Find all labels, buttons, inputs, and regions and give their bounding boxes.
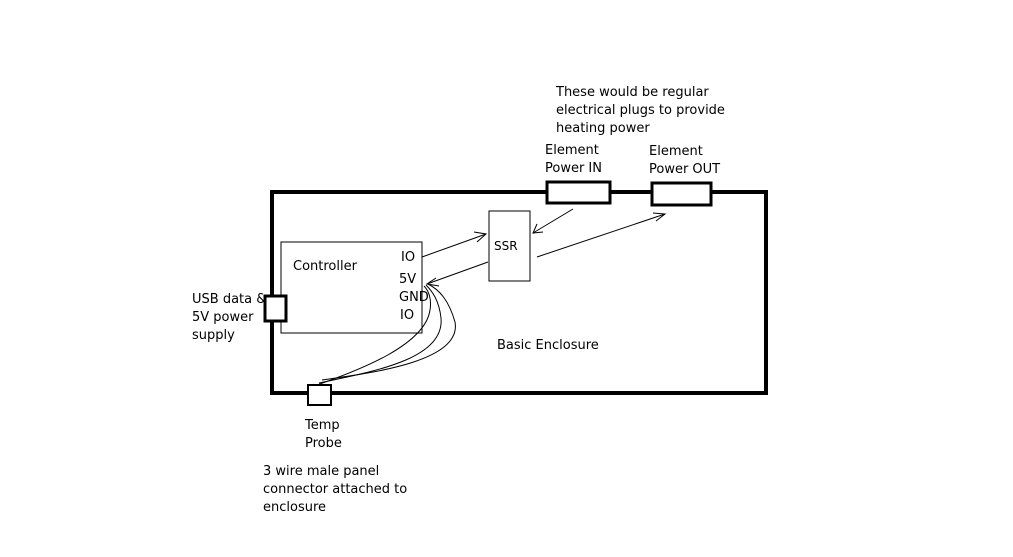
element-power-in-plug <box>545 180 612 205</box>
ssr-label: SSR <box>494 239 518 253</box>
temp-probe-line-2: Probe <box>305 436 342 451</box>
plugs-note: These would be regular electrical plugs … <box>556 84 725 138</box>
temp-probe-connector <box>307 384 332 406</box>
plugs-note-line-2: electrical plugs to provide <box>556 103 725 118</box>
ssr-box <box>488 210 531 282</box>
usb-line-2: 5V power <box>192 310 254 325</box>
element-power-out-line-1: Element <box>649 144 703 159</box>
controller-label: Controller <box>293 259 357 274</box>
panel-connector-line-3: enclosure <box>263 500 327 515</box>
temp-probe-label: Temp Probe <box>305 417 342 453</box>
controller-box <box>280 241 423 334</box>
ssr-to-5v-arrow <box>425 261 489 287</box>
enclosure-label: Basic Enclosure <box>497 338 599 353</box>
panel-connector-line-1: 3 wire male panel <box>263 464 380 479</box>
temp-probe-wires <box>316 283 456 386</box>
controller-pin-io-top: IO <box>401 250 416 265</box>
usb-connector <box>263 294 288 323</box>
element-power-in-label: Element Power IN <box>545 142 602 178</box>
controller-pin-5v: 5V <box>399 272 417 287</box>
usb-line-3: supply <box>192 328 235 343</box>
enclosure-outline <box>270 190 768 395</box>
controller-pin-gnd: GND <box>399 290 429 305</box>
power-in-to-ssr-arrow <box>532 208 574 234</box>
element-power-in-line-2: Power IN <box>545 161 602 176</box>
plugs-note-line-3: heating power <box>556 121 650 136</box>
ssr-to-power-out-arrow <box>536 212 667 258</box>
io-to-ssr-arrow <box>421 231 488 258</box>
panel-connector-note: 3 wire male panel connector attached to … <box>263 463 407 517</box>
element-power-out-plug <box>650 181 713 207</box>
element-power-out-label: Element Power OUT <box>649 143 720 179</box>
element-power-in-line-1: Element <box>545 143 599 158</box>
controller-pin-io-bottom: IO <box>400 308 415 323</box>
element-power-out-line-2: Power OUT <box>649 162 721 177</box>
temp-probe-line-1: Temp <box>305 418 340 433</box>
usb-line-1: USB data & <box>192 292 267 307</box>
plugs-note-line-1: These would be regular <box>556 85 709 100</box>
usb-label: USB data & 5V power supply <box>192 291 266 345</box>
panel-connector-line-2: connector attached to <box>263 482 408 497</box>
